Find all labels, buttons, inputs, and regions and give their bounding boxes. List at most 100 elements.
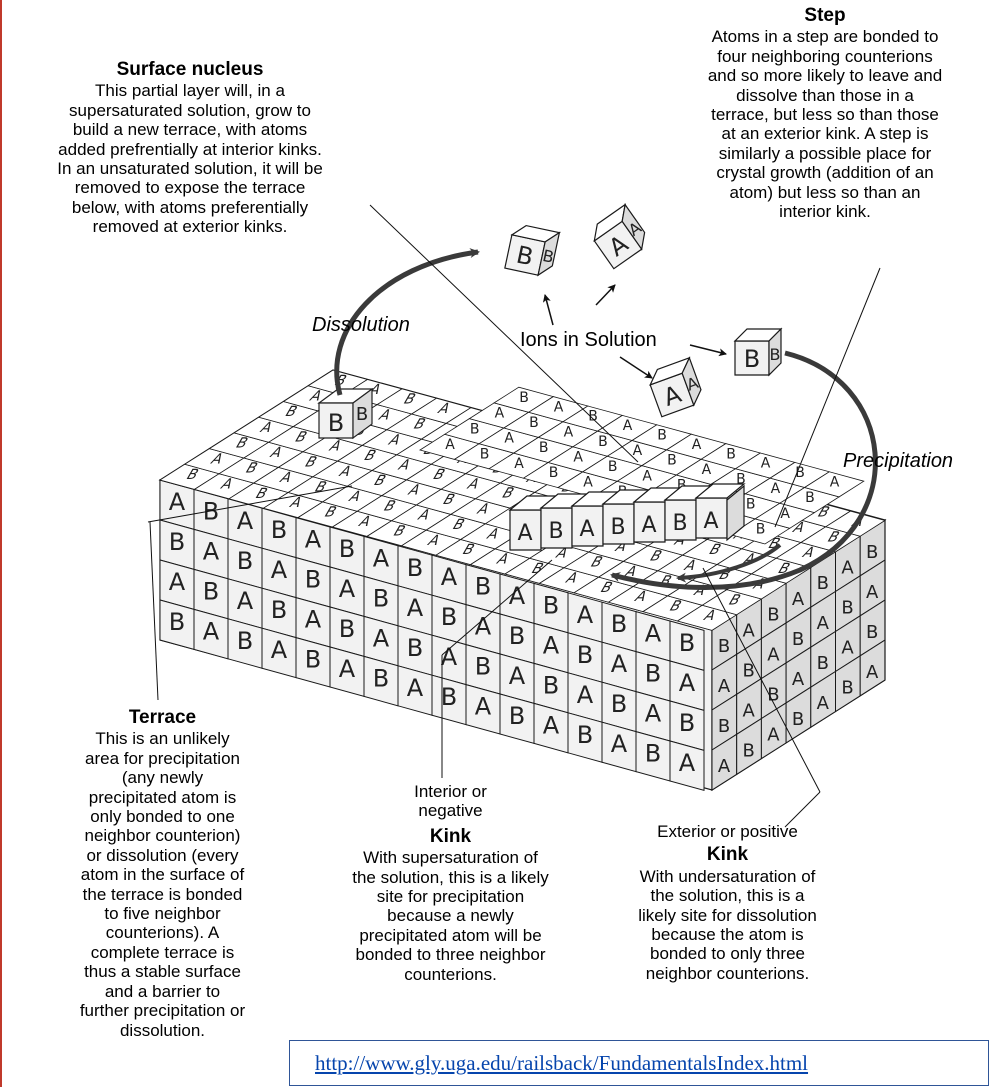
cube-letter: A <box>509 662 526 690</box>
cube-letter: B <box>841 598 853 619</box>
cube-letter: A <box>373 624 390 652</box>
cube-letter: A <box>702 462 712 478</box>
cube-letter: A <box>641 513 656 538</box>
cube-letter: B <box>743 740 755 761</box>
cube-letter: B <box>407 634 423 662</box>
cube-letter: A <box>504 431 514 447</box>
cube-letter: A <box>237 507 254 535</box>
interior-kink-callout: Interior or negative Kink With supersatu… <box>318 782 583 984</box>
cube-letter: A <box>703 509 718 534</box>
cube-letter: B <box>756 522 766 538</box>
cube-letter: B <box>611 610 627 638</box>
cube-letter: A <box>441 563 458 591</box>
cube-letter: A <box>718 676 731 697</box>
cube-letter: A <box>817 613 830 634</box>
cube-letter: B <box>373 584 389 612</box>
cube-letter: B <box>356 404 368 425</box>
cube-letter: B <box>817 653 829 674</box>
terrace-callout: Terrace This is an unlikely area for pre… <box>55 708 270 1040</box>
cube-letter: B <box>271 596 287 624</box>
cube-letter: B <box>475 573 491 601</box>
cube-letter: A <box>445 437 455 453</box>
cube-letter: B <box>203 577 219 605</box>
cube-letter: B <box>305 566 321 594</box>
cube-letter: A <box>792 589 805 610</box>
cube-letter: B <box>866 542 878 563</box>
cube-letter: A <box>305 526 322 554</box>
cube-letter: A <box>645 700 662 728</box>
cube-letter: B <box>339 615 355 643</box>
cube-letter: A <box>866 582 879 603</box>
cube-letter: A <box>564 424 574 440</box>
cube-letter: B <box>805 490 815 506</box>
cube-letter: A <box>633 443 643 459</box>
cube-letter: A <box>543 711 560 739</box>
cube-letter: A <box>830 475 840 491</box>
cube-letter: B <box>679 629 695 657</box>
cube-letter: B <box>608 459 618 475</box>
ion-pointer-arrow <box>545 295 553 325</box>
terrace-leader-line <box>150 522 158 700</box>
exterior-kink-title: Kink <box>605 845 850 864</box>
cube-letter: A <box>554 399 564 415</box>
cube-letter: B <box>169 608 185 636</box>
cube-letter: A <box>271 556 288 584</box>
cube-letter: B <box>539 440 549 456</box>
source-link[interactable]: http://www.gly.uga.edu/railsback/Fundame… <box>315 1051 808 1076</box>
cube-letter: A <box>767 725 780 746</box>
cube-letter: A <box>692 437 702 453</box>
cube-letter: B <box>598 434 608 450</box>
cube-letter: A <box>169 488 186 516</box>
cube-letter: A <box>743 620 756 641</box>
cube-letter: A <box>679 669 696 697</box>
cube-letter: B <box>672 511 687 536</box>
exterior-kink-text: With undersaturation of the solution, th… <box>605 867 850 983</box>
cube-letter: B <box>726 446 736 462</box>
cube-letter: B <box>767 605 779 626</box>
cube-letter: A <box>203 617 220 645</box>
ion-cube: AA <box>587 205 651 269</box>
cube-letter: B <box>237 627 253 655</box>
terrace-title: Terrace <box>55 708 270 727</box>
ion-pointer-arrow <box>690 345 726 354</box>
cube-letter: B <box>470 421 480 437</box>
cube-letter: B <box>407 554 423 582</box>
cube-letter: A <box>407 594 424 622</box>
cube-letter: A <box>305 606 322 634</box>
cube-letter: A <box>866 662 879 683</box>
cube-letter: B <box>509 622 525 650</box>
cube-letter: A <box>792 669 805 690</box>
step-callout: Step Atoms in a step are bonded to four … <box>660 6 990 221</box>
cube-letter: A <box>509 582 526 610</box>
cube-letter: B <box>667 453 677 469</box>
surface-nucleus-callout: Surface nucleus This partial layer will,… <box>10 60 370 237</box>
cube-letter: A <box>761 456 771 472</box>
terrace-text: This is an unlikely area for precipitati… <box>55 729 270 1040</box>
cube-letter: B <box>549 465 559 481</box>
cube-letter: A <box>841 558 854 579</box>
ions-in-solution-label: Ions in Solution <box>520 329 657 352</box>
cube-letter: B <box>866 622 878 643</box>
cube-letter: B <box>679 709 695 737</box>
cube-letter: A <box>495 406 505 422</box>
cube-letter: A <box>339 655 356 683</box>
cube-letter: A <box>718 756 731 777</box>
ion-cube: BB <box>735 329 781 375</box>
cube-letter: A <box>271 636 288 664</box>
exterior-kink-pre: Exterior or positive <box>605 822 850 841</box>
cube-letter: B <box>328 409 344 437</box>
cube-letter: A <box>339 575 356 603</box>
cube-letter: A <box>543 631 560 659</box>
dissolution-label: Dissolution <box>312 314 410 337</box>
cube-letter: A <box>841 638 854 659</box>
precipitation-label: Precipitation <box>843 450 953 473</box>
cube-letter: B <box>718 716 730 737</box>
cube-letter: A <box>577 601 594 629</box>
cube-letter: A <box>441 643 458 671</box>
ion-pointer-arrow <box>596 285 615 305</box>
surface-nucleus-title: Surface nucleus <box>10 60 370 79</box>
interior-kink-pre: Interior or negative <box>318 782 583 821</box>
